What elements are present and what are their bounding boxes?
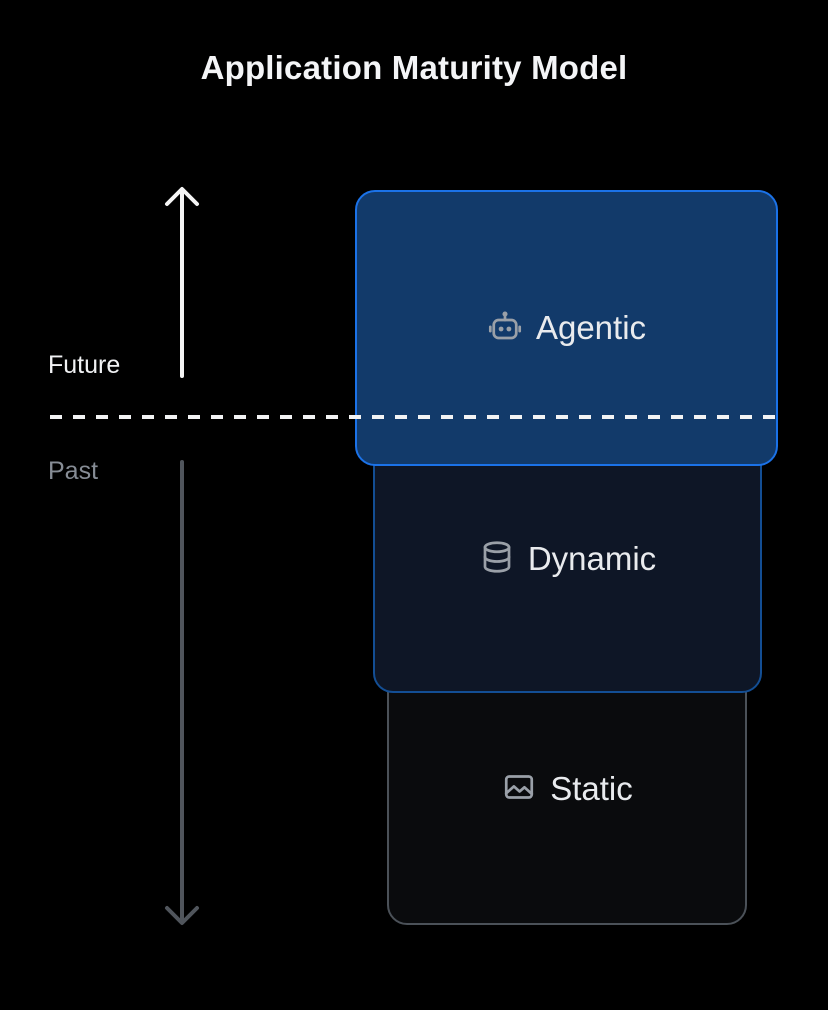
- image-icon: [501, 769, 537, 810]
- up-arrow-icon: [165, 187, 199, 378]
- down-arrow-icon: [165, 460, 199, 925]
- page-title: Application Maturity Model: [200, 49, 628, 86]
- bot-icon: [487, 308, 523, 349]
- level-label-dynamic: Dynamic: [527, 540, 657, 577]
- database-icon: [479, 539, 515, 580]
- present-divider-dashed-line: [50, 415, 778, 419]
- level-label-agentic: Agentic: [535, 309, 647, 346]
- past-label: Past: [48, 457, 99, 485]
- level-card-static: Static: [387, 653, 747, 925]
- level-label-static: Static: [550, 770, 633, 807]
- level-card-agentic: Agentic: [355, 190, 778, 466]
- future-label: Future: [48, 351, 121, 379]
- level-card-dynamic: Dynamic: [373, 425, 762, 693]
